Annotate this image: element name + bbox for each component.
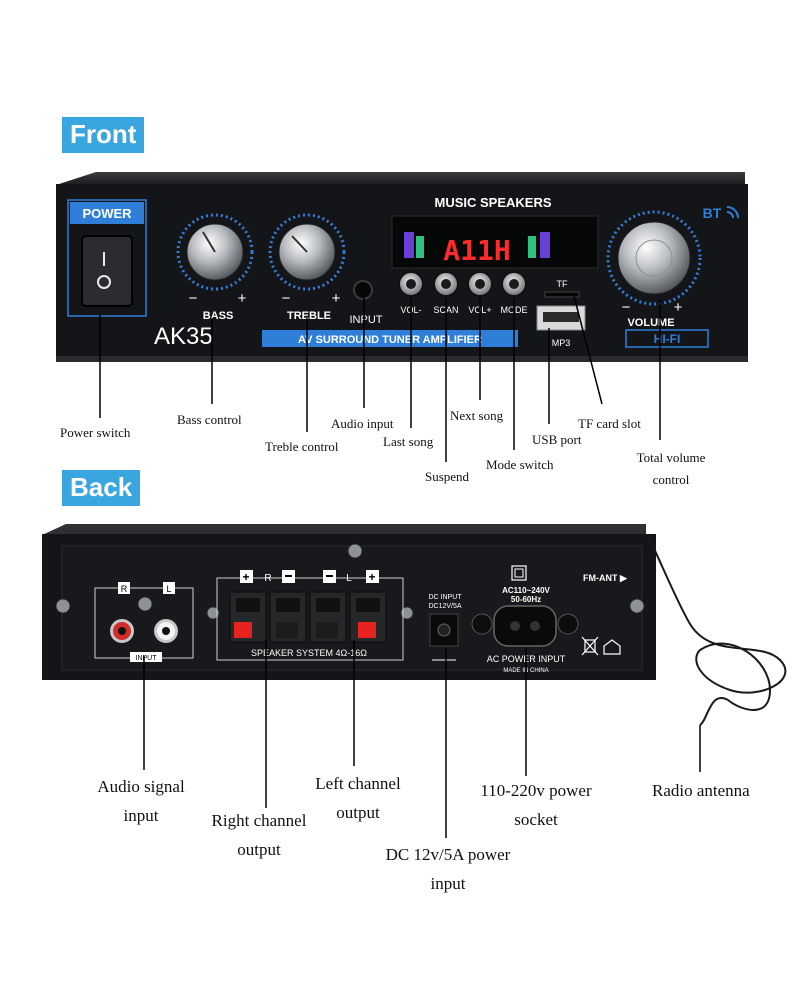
svg-text:L: L [346,573,352,584]
label-treble-control: Treble control [265,439,339,454]
label-dc-power-line2: input [430,874,466,893]
back-section-label: Back [62,470,141,506]
svg-text:TF: TF [557,279,568,289]
svg-text:R: R [264,573,271,584]
label-power-switch: Power switch [60,425,131,440]
power-switch [81,235,133,307]
mode-button [501,271,527,297]
back-face [42,534,656,680]
front-face [56,184,748,360]
label-audio-signal-line2: input [123,806,159,825]
svg-text:MADE IN CHINA: MADE IN CHINA [503,668,548,674]
label-right-channel-output: Right channel output [201,806,317,864]
model-label: AK35 [154,323,213,350]
svg-text:−: − [189,290,198,307]
svg-text:INPUT: INPUT [350,314,383,326]
svg-text:HI-FI: HI-FI [654,332,681,346]
treble-label: TREBLE [287,310,331,322]
svg-text:SCAN: SCAN [433,305,458,315]
audio-input-jack [353,280,373,300]
label-ac-socket-line2: socket [514,810,558,829]
bass-knob [176,213,254,291]
label-suspend: Suspend [425,469,470,484]
svg-text:+: + [332,290,341,307]
svg-text:50-60Hz: 50-60Hz [511,595,541,604]
music-speakers-label: MUSIC SPEAKERS [434,195,551,210]
svg-text:AC110~240V: AC110~240V [502,586,550,595]
indoor-use-icon [603,639,621,655]
svg-text:+: + [368,570,375,584]
power-label: POWER [82,206,132,221]
label-ac-socket-line1: 110-220v power [480,781,592,800]
dc-input-jack [429,613,459,647]
treble-knob [268,213,346,291]
rca-right-input [110,619,134,643]
label-audio-input: Audio input [331,416,394,431]
svg-text:DC INPUT: DC INPUT [428,594,462,601]
label-total-volume-line1: Total volume [636,450,706,465]
label-radio-antenna: Radio antenna [652,781,750,800]
label-next-song: Next song [450,408,504,423]
vol-plus-button [467,271,493,297]
label-last-song: Last song [383,434,434,449]
rca-left-input [154,619,178,643]
svg-text:R: R [121,584,128,594]
fm-ant-label: FM-ANT ▶ [583,573,628,583]
svg-text:−: − [282,290,291,307]
svg-text:VOL-: VOL- [400,305,421,315]
label-total-volume: Total volume control [633,447,709,491]
weee-icon [581,636,599,656]
label-right-channel-line1: Right channel [211,811,307,830]
label-left-channel-line2: output [336,803,380,822]
vol-minus-button [398,271,424,297]
speaker-system-label: SPEAKER SYSTEM 4Ω-16Ω [251,648,367,658]
front-section-label: Front [62,117,145,153]
svg-text:DC12V/5A: DC12V/5A [428,603,461,610]
svg-text:+: + [674,299,683,316]
svg-text:+: + [242,570,249,584]
svg-text:INPUT: INPUT [136,655,158,662]
svg-text:MP3: MP3 [552,338,571,348]
svg-text:VOL+: VOL+ [468,305,491,315]
svg-text:MODE: MODE [501,305,528,315]
tf-card-slot [544,291,580,298]
label-dc-power-input: DC 12v/5A power input [376,840,520,898]
label-total-volume-line2: control [652,472,690,487]
label-audio-signal-line1: Audio signal [97,777,185,796]
display-readout: A11H [443,234,510,267]
scan-button [433,271,459,297]
label-mode-switch: Mode switch [486,457,554,472]
bt-label: BT [703,205,722,221]
label-dc-power-line1: DC 12v/5A power [385,845,511,864]
volume-knob [606,210,702,306]
radio-antenna-wire [647,535,787,726]
model-strip: AV SURROUND TUNER AMPLIFIER [298,334,482,346]
usb-port [536,305,586,331]
svg-text:+: + [238,290,247,307]
label-tf-card-slot: TF card slot [578,416,641,431]
speaker-terminals [229,591,387,643]
ac-power-socket [493,605,557,647]
svg-text:AC POWER INPUT: AC POWER INPUT [487,654,566,664]
label-left-channel-line1: Left channel [315,774,401,793]
bass-label: BASS [203,310,234,322]
svg-text:L: L [166,584,171,594]
label-bass-control: Bass control [177,412,242,427]
led-display [391,215,599,269]
label-right-channel-line2: output [237,840,281,859]
svg-text:VOLUME: VOLUME [627,317,674,329]
svg-text:−: − [622,299,631,316]
label-ac-power-socket: 110-220v power socket [470,776,602,834]
label-audio-signal-input: Audio signal input [88,772,194,830]
label-usb-port: USB port [532,432,582,447]
label-left-channel-output: Left channel output [306,769,410,827]
